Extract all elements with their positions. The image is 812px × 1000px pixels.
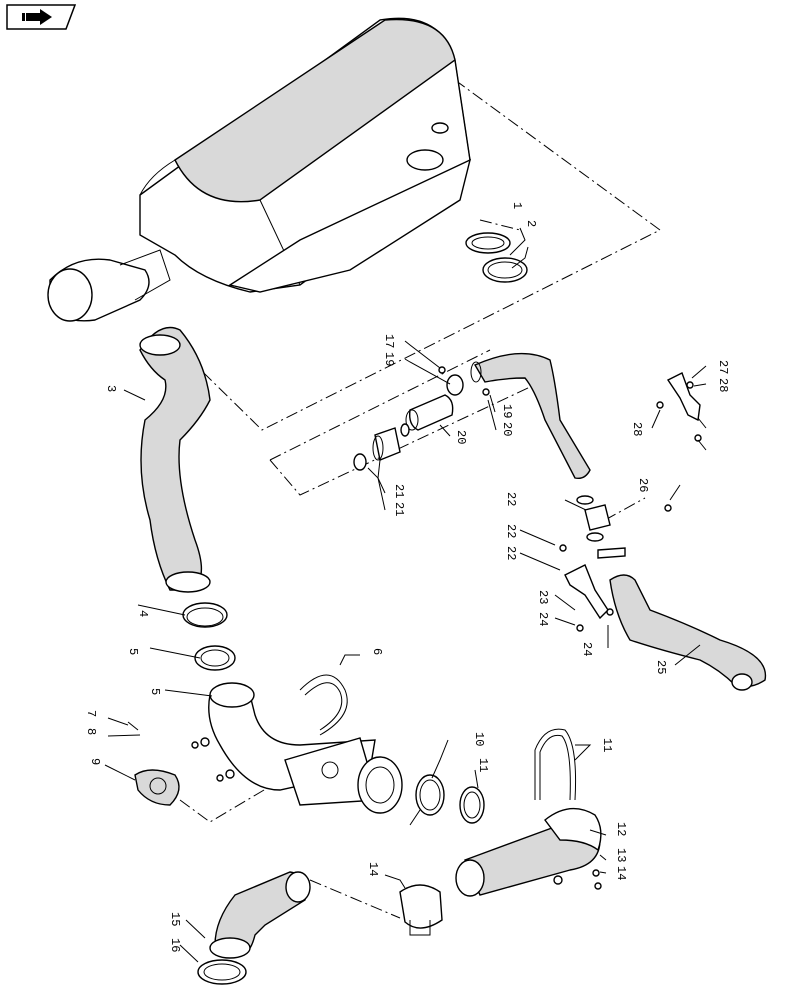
callout-16: 25 bbox=[654, 660, 668, 674]
callout-11-lower: 11 bbox=[600, 738, 614, 752]
callout-labels: 1 2 3 4 5 5 6 7 8 9 10 11 11 12 13 14 14… bbox=[84, 202, 730, 952]
callout-13: 7 bbox=[84, 710, 98, 717]
callout-22-mid: 22 bbox=[504, 524, 518, 538]
part-7-bellows-tube bbox=[209, 871, 311, 959]
callout-10: 14 bbox=[366, 862, 380, 876]
callout-18: 22 bbox=[504, 546, 518, 560]
callout-27: 21 bbox=[392, 502, 406, 516]
callout-19-mid: 20 bbox=[500, 422, 514, 436]
callout-21-right: 24 bbox=[536, 612, 550, 626]
callout-1: 5 bbox=[148, 688, 162, 695]
callout-20-mid: 19 bbox=[500, 404, 514, 418]
bracket-18 bbox=[559, 544, 614, 632]
part-5-clamp-lower bbox=[409, 774, 445, 826]
part-3-gasket bbox=[465, 232, 511, 254]
part-28-sleeve-left bbox=[372, 427, 401, 461]
callout-3: 1 bbox=[510, 202, 524, 209]
part-5-clamp-upper bbox=[182, 602, 228, 628]
fasteners-left bbox=[127, 721, 235, 782]
part-1-elbow-tube bbox=[208, 682, 403, 814]
callout-2: 3 bbox=[104, 385, 118, 392]
muffler-assembly bbox=[47, 17, 472, 322]
callout-6: 9 bbox=[88, 758, 102, 765]
part-28-sleeve-right bbox=[576, 495, 626, 559]
part-27-clamp bbox=[353, 453, 367, 471]
callout-19-far-right: 28 bbox=[716, 378, 730, 392]
part-17-clamp bbox=[446, 374, 464, 396]
part-16-pipe bbox=[609, 574, 767, 691]
part-11-u-bolt-lower bbox=[534, 728, 577, 801]
callout-14-upper: 5 bbox=[126, 648, 140, 655]
part-9-clamp bbox=[197, 959, 247, 985]
nav-forward-button[interactable] bbox=[6, 4, 77, 30]
callout-19-right: 23 bbox=[536, 590, 550, 604]
callout-5-lower: 10 bbox=[472, 732, 486, 746]
callout-25: 13 bbox=[614, 848, 628, 862]
part-4-clamp bbox=[482, 257, 528, 283]
arrow-right-icon bbox=[22, 9, 52, 25]
callout-4: 2 bbox=[524, 220, 538, 227]
callout-22-right: 24 bbox=[580, 642, 594, 656]
callout-24-mid: 17 bbox=[382, 334, 396, 348]
fasteners-upper-mid bbox=[400, 366, 490, 437]
part-11-u-bolt-upper bbox=[299, 674, 348, 736]
callout-15: 20 bbox=[454, 430, 468, 444]
callout-24-right: 28 bbox=[630, 422, 644, 436]
leader-lines bbox=[104, 227, 707, 963]
part-15-pipe bbox=[405, 394, 454, 431]
callout-21-top: 26 bbox=[636, 478, 650, 492]
part-14-gasket-upper bbox=[194, 645, 236, 671]
callout-5-upper: 4 bbox=[136, 610, 150, 617]
callout-20-right: 27 bbox=[716, 360, 730, 374]
callout-28-right: 22 bbox=[504, 492, 518, 506]
callout-7: 15 bbox=[168, 912, 182, 926]
part-2-flex-pipe bbox=[139, 326, 211, 593]
part-14-gasket-lower bbox=[459, 786, 485, 824]
callout-12: 8 bbox=[84, 728, 98, 735]
callout-28-left: 21 bbox=[392, 484, 406, 498]
callout-17: 19 bbox=[382, 352, 396, 366]
bracket-pipe-slotted bbox=[470, 352, 591, 480]
callout-8: 12 bbox=[614, 822, 628, 836]
fasteners-part-25-26 bbox=[553, 869, 602, 890]
bracket-23 bbox=[656, 372, 702, 512]
part-10-clamp bbox=[399, 884, 443, 936]
callout-9: 16 bbox=[168, 938, 182, 952]
callout-14-lower: 11 bbox=[476, 758, 490, 772]
callout-11-upper: 6 bbox=[370, 648, 384, 655]
callout-26: 14 bbox=[614, 866, 628, 880]
part-6-sensor bbox=[134, 769, 180, 806]
